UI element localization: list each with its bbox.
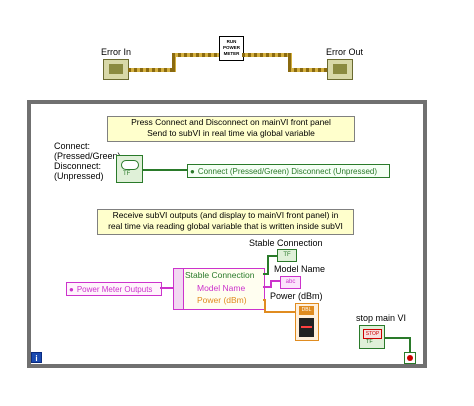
power-meter-outputs-global[interactable]: ● Power Meter Outputs (66, 282, 162, 296)
error-wire-right-vert (288, 53, 292, 72)
note2-line2: real time via reading global variable th… (108, 221, 343, 231)
error-wire-right (288, 68, 328, 72)
note1-line2: Send to subVI in real time via global va… (147, 128, 315, 138)
globe-icon: ● (69, 284, 74, 294)
connect-wire (142, 169, 187, 171)
power-wire-v (264, 299, 266, 313)
model-name-label: Model Name (274, 264, 326, 274)
connect-global-variable[interactable]: ● Connect (Pressed/Green) Disconnect (Un… (187, 164, 390, 178)
tf-text: TF (283, 252, 291, 258)
tf-text: TF (366, 339, 373, 345)
connect-global-text: Connect (Pressed/Green) Disconnect (Unpr… (197, 166, 378, 176)
stop-wire-h (384, 337, 411, 339)
stable-wire-v (267, 255, 269, 275)
power-dbm-indicator[interactable]: DBL (295, 303, 319, 341)
abc-text: abc (285, 279, 296, 285)
unbundle-stable-connection[interactable]: Stable Connection (185, 270, 255, 280)
stop-main-vi-label: stop main VI (356, 313, 407, 323)
subvi-text-1: RUN (226, 39, 237, 44)
error-out-terminal[interactable] (327, 59, 353, 80)
model-wire-v (270, 280, 272, 288)
error-wire-right-top (242, 53, 290, 57)
power-dbm-label: Power (dBm) (270, 291, 323, 301)
iteration-terminal[interactable]: i (31, 352, 42, 363)
power-meter-outputs-text: Power Meter Outputs (76, 284, 153, 294)
stable-wire-h2 (267, 255, 277, 257)
toggle-icon (121, 160, 139, 170)
error-wire-left (128, 68, 174, 72)
unbundle-model-name[interactable]: Model Name (197, 283, 246, 293)
unbundle-by-name[interactable] (183, 268, 265, 310)
run-power-meter-subvi[interactable]: RUN POWER METER (219, 36, 244, 61)
dbl-text: DBL (299, 306, 314, 315)
note-connect-instructions: Press Connect and Disconnect on mainVI f… (107, 116, 355, 142)
tf-text: TF (123, 171, 131, 177)
stop-button-terminal[interactable]: STOP TF (359, 325, 385, 349)
connect-control-label: Connect: (Pressed/Green) Disconnect: (Un… (54, 141, 121, 181)
note1-line1: Press Connect and Disconnect on mainVI f… (131, 117, 331, 127)
stop-wire-v (409, 337, 411, 354)
graph-icon (299, 318, 314, 337)
power-wire-h2 (264, 311, 295, 313)
stable-wire-h1 (263, 273, 268, 275)
model-wire-h1 (263, 286, 271, 288)
error-in-terminal[interactable] (103, 59, 129, 80)
info-icon: i (35, 354, 38, 363)
stable-connection-label: Stable Connection (249, 238, 323, 248)
error-out-label: Error Out (326, 47, 364, 57)
subvi-text-3: METER (223, 51, 240, 56)
subvi-text-2: POWER (222, 45, 240, 50)
stable-connection-indicator[interactable]: TF (277, 249, 297, 262)
globe-icon: ● (190, 166, 195, 176)
cluster-icon (109, 64, 123, 74)
connect-boolean-terminal[interactable]: TF (116, 155, 143, 183)
cluster-wire-outputs (160, 287, 173, 289)
loop-condition-terminal[interactable] (404, 352, 416, 364)
model-wire-h2 (270, 280, 280, 282)
stop-text: STOP (363, 329, 382, 339)
note-receive-outputs: Receive subVI outputs (and display to ma… (97, 209, 354, 235)
while-loop-frame[interactable] (27, 100, 427, 368)
error-in-label: Error In (101, 47, 132, 57)
note2-line1: Receive subVI outputs (and display to ma… (112, 210, 339, 220)
model-name-indicator[interactable]: abc (280, 276, 301, 289)
error-wire-top (172, 53, 220, 57)
stop-circle-icon (407, 355, 413, 361)
error-wire-left-vert (172, 53, 176, 72)
unbundle-power-dbm[interactable]: Power (dBm) (197, 295, 247, 305)
cluster-icon (333, 64, 347, 74)
